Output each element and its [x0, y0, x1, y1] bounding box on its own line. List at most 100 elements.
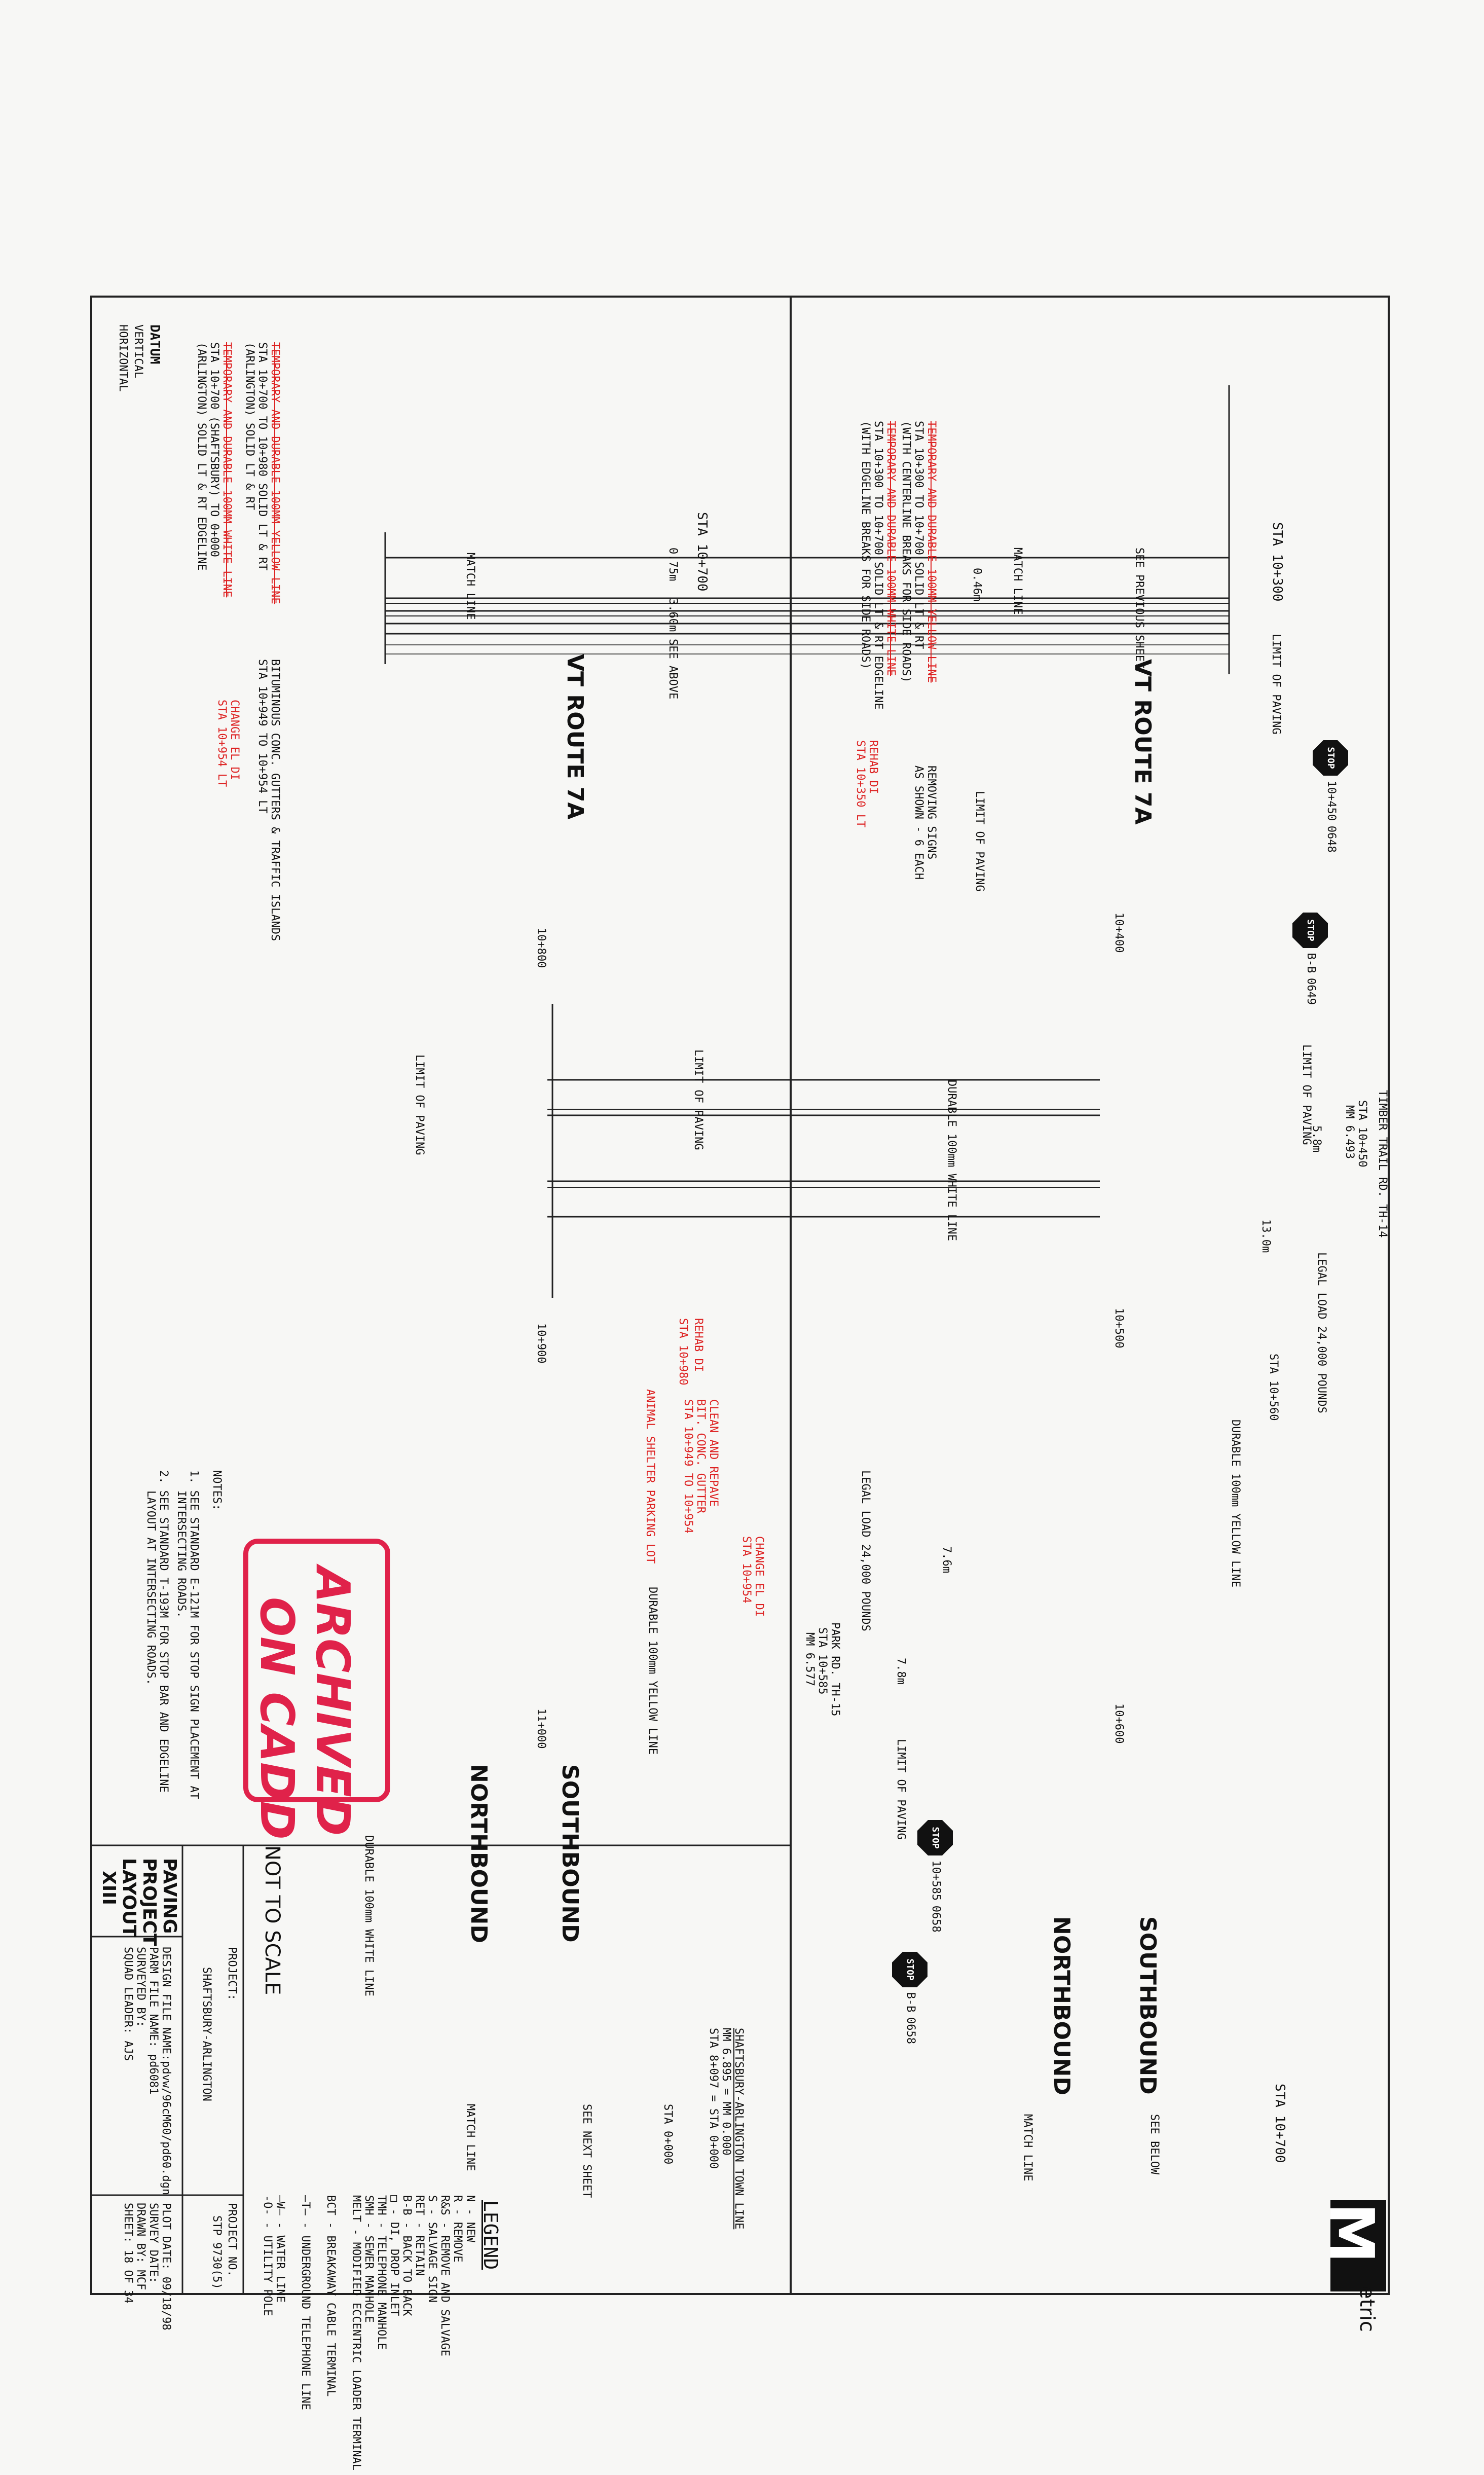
left-clean: CLEAN AND REPAVE — [707, 1399, 720, 1507]
left-note-3d: STA 10+954 LT — [215, 700, 228, 787]
project-no: STP 9730(5) — [210, 2215, 223, 2289]
left-limit-paving-1: LIMIT OF PAVING — [413, 1054, 426, 1155]
left-note-1b: STA 10+700 TO 10+980 SOLID LT & RT — [256, 342, 269, 571]
notes-title: NOTES: — [210, 1470, 223, 1511]
notes-2b: LAYOUT AT INTERSECTING ROADS. — [144, 1490, 157, 1686]
right-durable-white: DURABLE 100mm WHITE LINE — [945, 1080, 958, 1241]
dim-76: 7.6m — [940, 1546, 953, 1573]
squad-leader: SQUAD LEADER: AJS — [122, 1947, 134, 2061]
legend-title: LEGEND — [479, 2200, 502, 2270]
park-road: PARK RD. TH-15 — [829, 1622, 841, 1717]
design-file: DESIGN FILE NAME:pdvw/96cM60/pd60.dgn — [160, 1947, 172, 2196]
right-see-below: SEE BELOW — [1148, 2114, 1161, 2175]
right-note-3: REMOVING SIGNS — [925, 766, 938, 860]
legend-item: SMH - SEWER MANHOLE — [362, 2195, 375, 2323]
title-number: XIII — [98, 1871, 119, 1905]
sign-code: 0649 — [1305, 978, 1317, 1005]
stop-sign-icon: STOP — [892, 1952, 927, 1987]
right-route: VT ROUTE 7A — [1130, 659, 1156, 825]
sheet-number: SHEET: 18 OF 34 — [122, 2203, 134, 2304]
legend-item: —T— - UNDERGROUND TELEPHONE LINE — [299, 2195, 312, 2410]
stop-sign-group-4: STOP B-B 0658 — [892, 1952, 927, 2044]
dim-130: 13.0m — [1259, 1219, 1272, 1253]
left-note-2: TEMPORARY AND DURABLE 100MM WHITE LINE — [220, 342, 233, 598]
right-limit-paving-1: LIMIT OF PAVING — [1270, 634, 1282, 735]
logo-brand: etric — [1355, 2286, 1379, 2332]
right-sta-300: STA 10+300 — [1270, 522, 1285, 602]
dim-78: 7.8m — [895, 1658, 907, 1685]
title-project: PROJECT — [139, 1858, 160, 1946]
notes-1b: INTERSECTING ROADS. — [175, 1490, 188, 1618]
right-note-1b: STA 10+300 TO 10+700 SOLID LT & RT — [912, 421, 925, 649]
right-durable-yellow: DURABLE 100mm YELLOW LINE — [1229, 1420, 1242, 1588]
timber-sta: STA 10+450 — [1356, 1100, 1368, 1168]
left-animal-shelter: ANIMAL SHELTER PARKING LOT — [644, 1389, 656, 1564]
title-block — [90, 1844, 792, 2295]
right-sta-700: STA 10+700 — [1272, 2084, 1287, 2163]
left-town-line: SHAFTSBURY-ARLINGTON TOWN LINE — [732, 2028, 745, 2230]
left-width-075a: 0.75m — [666, 548, 679, 581]
left-change-el: CHANGE EL DI — [753, 1536, 765, 1617]
left-sta-800: 10+800 — [535, 928, 547, 968]
right-northbound: NORTHBOUND — [1049, 1916, 1074, 2095]
param-file: PARM FILE NAME: pd6081 — [147, 1947, 160, 2095]
dim-58: 5.8m — [1310, 1125, 1323, 1152]
left-durable-white: DURABLE 100mm WHITE LINE — [362, 1835, 375, 1996]
archived-stamp-line2: ON CADD — [250, 1597, 304, 1840]
not-to-scale: NOT TO SCALE — [261, 1845, 284, 1995]
park-mm: MM 6.577 — [803, 1632, 816, 1686]
logo-box — [1330, 2200, 1386, 2291]
right-note-2c: (WITH EDGELINE BREAKS FOR SIDE ROADS) — [859, 421, 872, 670]
right-limit-paving-2: LIMIT OF PAVING — [973, 791, 986, 892]
stop-sign-group-3: STOP 10+585 0658 — [917, 1820, 953, 1933]
left-sta-1000: 11+000 — [535, 1708, 547, 1749]
left-note-3c: CHANGE EL DI — [228, 700, 241, 780]
surveyed-by: SURVEYED BY: — [134, 1947, 147, 2027]
left-town-mm: MM 6.895 = MM 0.000 — [720, 2028, 732, 2156]
left-note-3b: STA 10+949 TO 10+954 LT — [256, 659, 269, 814]
right-match-line-bottom: MATCH LINE — [1021, 2114, 1034, 2181]
right-match-line: MATCH LINE — [1011, 548, 1024, 615]
archived-stamp-box — [243, 1539, 390, 1802]
datum-title: DATUM — [147, 324, 162, 365]
left-see-next: SEE NEXT SHEET — [580, 2104, 593, 2198]
right-sta-600: 10+600 — [1112, 1703, 1125, 1744]
legend-item: RET - RETAIN — [413, 2195, 426, 2276]
load-sign-2: LEGAL LOAD 24,000 POUNDS — [859, 1470, 872, 1631]
right-sta-560: STA 10+560 — [1267, 1354, 1280, 1421]
left-clean3: STA 10+949 TO 10+954 — [682, 1399, 694, 1534]
sign-sta: 10+450 — [1325, 780, 1338, 821]
notes-1: 1. SEE STANDARD E-121M FOR STOP SIGN PLA… — [188, 1470, 200, 1800]
datum-horizontal: HORIZONTAL — [117, 324, 129, 392]
legend-item: MELT - MODIFIED ECCENTRIC LOADER TERMINA… — [350, 2195, 362, 2471]
legend-item: BCT - BREAKAWAY CABLE TERMINAL — [324, 2195, 337, 2397]
right-width-046: 0.46m — [971, 568, 983, 602]
stop-sign-icon: STOP — [917, 1820, 953, 1855]
sign-code: 0658 — [904, 2017, 917, 2045]
sign-sta: 10+585 — [930, 1860, 942, 1901]
left-durable-yellow: DURABLE 100mm YELLOW LINE — [646, 1587, 659, 1755]
left-southbound: SOUTHBOUND — [557, 1764, 583, 1943]
legend-item: -O- - UTILITY POLE — [261, 2195, 274, 2316]
left-roadway — [384, 385, 1230, 674]
survey-date: SURVEY DATE: — [147, 2203, 160, 2283]
right-note-1: TEMPORARY AND DURABLE 100MM YELLOW LINE — [925, 421, 938, 683]
legend-item: —W— - WATER LINE — [274, 2195, 286, 2303]
left-change-el-sta: STA 10+954 — [740, 1536, 753, 1604]
left-clean2: BIT. CONC. GUTTER — [694, 1399, 707, 1514]
right-limit-paving-4: LIMIT OF PAVING — [895, 1739, 907, 1840]
left-note-1: TEMPORARY AND DURABLE 100MM YELLOW LINE — [269, 342, 281, 604]
legend-item: R&S - REMOVE AND SALVAGE — [438, 2195, 451, 2356]
stop-sign-icon: STOP — [1292, 913, 1328, 948]
park-sta: STA 10+585 — [816, 1627, 829, 1695]
legend-item: N - NEW — [464, 2195, 476, 2242]
notes-2: 2. SEE STANDARD T-193M FOR STOP BAR AND … — [157, 1470, 170, 1793]
left-northbound: NORTHBOUND — [466, 1764, 492, 1943]
right-sta-400: 10+400 — [1112, 913, 1125, 953]
sign-code: 0658 — [930, 1905, 942, 1933]
drawn-by: DRAWN BY: MCF — [134, 2203, 147, 2290]
legend-item: R - REMOVE — [451, 2195, 464, 2263]
left-limit-paving-2: LIMIT OF PAVING — [692, 1049, 704, 1150]
plot-date: PLOT DATE: 09/18/98 — [160, 2203, 172, 2331]
project-label: PROJECT: — [226, 1947, 238, 2000]
